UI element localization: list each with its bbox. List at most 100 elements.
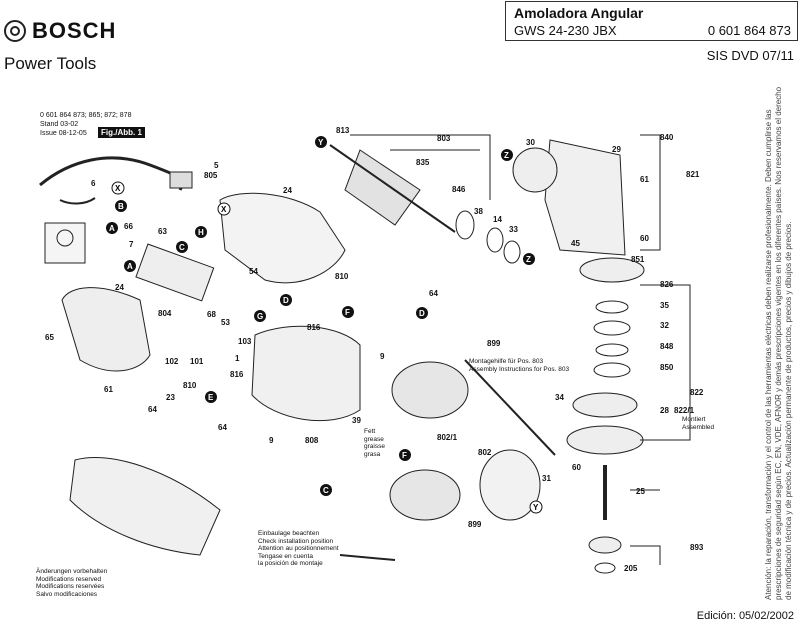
part-45: 45 [571,239,580,248]
stand-line: Stand 03-02 [40,121,78,129]
part-9b: 9 [269,436,274,445]
svg-text:X: X [221,205,227,214]
part-65: 65 [45,333,54,342]
part-61b: 61 [104,385,113,394]
svg-text:A: A [127,262,133,271]
part-846: 846 [452,185,466,194]
part-31: 31 [542,474,551,483]
issue-label: Issue [40,130,57,137]
part-53: 53 [221,318,230,327]
rear-cover [479,449,541,521]
callout-f-2: F [399,449,411,461]
power-cord-shape [39,156,185,191]
part-101: 101 [190,357,204,366]
part-821: 821 [686,170,700,179]
brand-name: BOSCH [32,18,117,43]
callout-x-1: X [111,181,125,195]
note-mounting-aid: Montagehilfe für Pos. 803 Assembly Instr… [469,358,569,373]
part-848: 848 [660,342,674,351]
part-7: 7 [129,240,134,249]
title-block: Amoladora Angular GWS 24-230 JBX 0 601 8… [505,1,798,41]
part-805: 805 [204,171,218,180]
part-54: 54 [249,267,258,276]
callout-d-1: D [280,294,292,306]
part-32: 32 [660,321,669,330]
variants: 0 601 864 873; 865; 872; 878 [40,112,132,119]
note-modifications-de: Änderungen vorbehalten [36,568,108,575]
field-coil [391,361,469,419]
callout-z-1: Z [501,149,513,161]
part-64: 64 [429,289,438,298]
callout-g: G [254,310,266,322]
svg-text:C: C [323,486,329,495]
doc-id: SIS DVD 07/11 [706,48,794,63]
svg-text:Z: Z [504,151,509,160]
part-822-1: 822/1 [674,406,695,415]
figure-label: Fig./Abb. 1 [98,127,145,138]
svg-text:A: A [109,224,115,233]
svg-text:H: H [198,228,204,237]
part-899b: 899 [468,520,482,529]
motor-housing [251,325,361,422]
callout-d-2: D [416,307,428,319]
part-826: 826 [660,280,674,289]
svg-text:Y: Y [318,138,324,147]
part-24-top: 24 [283,186,292,195]
part-822: 822 [690,388,704,397]
callout-c-1: C [176,241,188,253]
callout-y-2: Y [529,500,543,514]
part-893: 893 [690,543,704,552]
part-34: 34 [555,393,564,402]
svg-text:X: X [115,184,121,193]
note-installation-es-2: la posición de montaje [258,560,323,567]
part-850: 850 [660,363,674,372]
svg-text:E: E [208,393,214,402]
part-804: 804 [158,309,172,318]
part-38: 38 [474,207,483,216]
part-5: 5 [214,161,219,170]
cable-tie-899 [464,359,556,456]
tool-cutaway [69,456,221,556]
note-installation-fr: Attention au positionnement [258,545,339,552]
svg-text:G: G [257,312,263,321]
part-29: 29 [612,145,621,154]
svg-text:C: C [179,243,185,252]
part-205: 205 [624,564,638,573]
part-35: 35 [660,301,669,310]
part-number: 0 601 864 873 [707,23,791,38]
note-modifications-es: Salvo modificaciones [36,590,98,598]
note-modifications-en: Modifications reserved [36,575,102,583]
callout-e: E [205,391,217,403]
part-851: 851 [631,255,645,264]
part-802-1: 802/1 [437,433,458,442]
part-1: 1 [235,354,240,363]
part-803: 803 [437,134,451,143]
bevel-gear [512,147,558,193]
note-mounting-aid-de: Montagehilfe für Pos. 803 [469,358,544,365]
part-66: 66 [124,222,133,231]
edition: Edición: 05/02/2002 [696,610,794,622]
svg-text:F: F [402,451,407,460]
tool-title: Amoladora Angular [514,5,644,21]
note-modifications-fr: Modifications reservées [36,583,105,590]
part-64b: 64 [218,423,227,432]
note-grease-en: grease [364,435,384,443]
part-24-left: 24 [115,283,124,292]
part-102: 102 [165,357,179,366]
note-installation-en: Check installation position [258,537,334,545]
issue-line: Issue 08-12-05 [40,130,87,138]
part-33: 33 [509,225,518,234]
housing-shell-left [61,287,151,372]
part-14: 14 [493,215,502,224]
bosch-armature-icon [4,20,26,42]
callout-z-2: Z [523,253,535,265]
part-6: 6 [91,179,96,188]
part-68: 68 [207,310,216,319]
part-103: 103 [238,337,252,346]
callout-c-2: C [320,484,332,496]
note-grease: Fett grease graisse grasa [364,428,385,458]
legal-text: Atención: la reparación, transformación … [764,86,793,600]
note-grease-es: grasa [364,450,381,458]
gear-826 [579,257,645,283]
